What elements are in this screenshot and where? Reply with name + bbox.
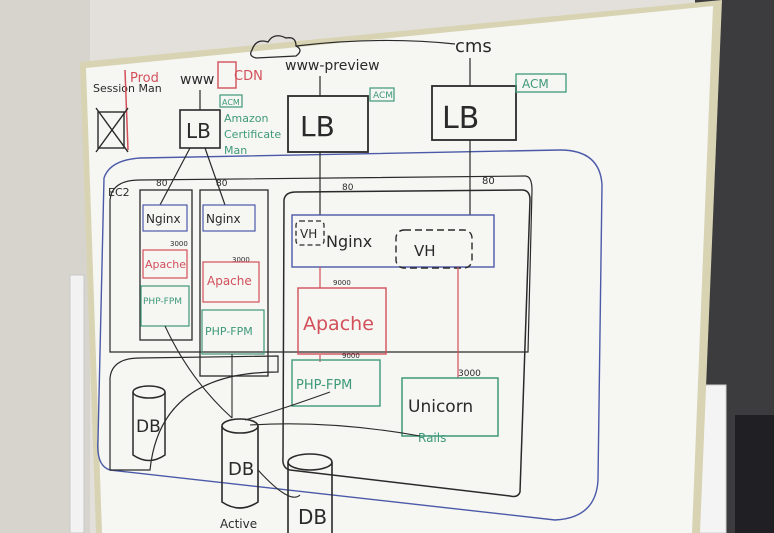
phpfpm-main-box: [291, 359, 381, 407]
domain-preview: www-preview: [285, 58, 380, 74]
apache-b-box: [202, 261, 260, 303]
nginx-main-box: [291, 214, 495, 268]
session-label: Session Man: [93, 82, 162, 95]
port-80-c: 80: [342, 183, 354, 193]
db-right-label: DB: [298, 505, 327, 529]
cert-note-1: Amazon: [224, 112, 268, 125]
phpfpm-b: PHP-FPM: [205, 325, 253, 338]
unicorn: Unicorn: [408, 397, 473, 417]
domain-cdn: CDN: [234, 69, 263, 84]
apache-a: Apache: [145, 258, 186, 271]
cloud-shape: [250, 35, 301, 59]
db-left-label: DB: [136, 417, 161, 437]
ec2-boundary: [97, 149, 603, 521]
whiteboard-surface: [86, 6, 713, 533]
port-3000-b: 3000: [232, 256, 250, 264]
port-9000-a: 9000: [333, 279, 351, 287]
vh-a: VH: [300, 227, 317, 241]
nginx-b: Nginx: [206, 212, 241, 226]
main-server-frame: [282, 189, 531, 498]
stand-left: [69, 274, 85, 533]
db-active-label: DB: [228, 459, 254, 480]
port-80-d: 80: [482, 176, 495, 187]
cdn-box: [217, 61, 237, 89]
db-left: [132, 385, 166, 462]
phpfpm-main: PHP-FPM: [296, 378, 352, 393]
port-3000-c: 3000: [458, 369, 481, 379]
domain-www: www: [180, 72, 214, 88]
port-3000-a: 3000: [170, 240, 188, 248]
lb-2-acm: ACM: [373, 91, 393, 101]
domain-cms: cms: [455, 36, 492, 57]
cloud-to-cms-line: [295, 39, 456, 47]
port-9000-b: 9000: [342, 352, 360, 360]
apache-a-box: [142, 249, 188, 279]
lb-3-acm-box: [515, 73, 567, 93]
lb-1-label: LB: [186, 119, 211, 143]
ec2-label: EC2: [108, 186, 130, 199]
lb-2-box: [287, 95, 369, 153]
phpfpm-b-box: [201, 309, 265, 355]
nginx-a: Nginx: [146, 212, 181, 226]
port-80-b: 80: [216, 179, 228, 189]
monitor: [735, 415, 774, 533]
domain-to-lb-lines: [199, 58, 471, 110]
lb-1-acm: ACM: [222, 98, 240, 107]
lb-3-acm: ACM: [522, 77, 549, 91]
main-red-lines: [319, 267, 459, 378]
apache-b: Apache: [207, 274, 252, 288]
nginx-b-box: [202, 204, 256, 232]
apache-main: Apache: [303, 313, 374, 335]
phpfpm-a: PHP-FPM: [143, 297, 182, 307]
rails: Rails: [418, 431, 446, 445]
lb-2-acm-box: [369, 87, 395, 102]
lb-3-label: LB: [442, 101, 479, 136]
apache-main-box: [297, 287, 387, 355]
db-region: [109, 355, 279, 471]
unicorn-box: [401, 377, 499, 437]
crossed-out-box: [95, 107, 129, 153]
lb-1-acm-box: [219, 94, 243, 108]
lb-to-server-lines: [159, 140, 471, 215]
nginx-main: Nginx: [326, 232, 372, 251]
app-to-db-lines: [164, 325, 421, 498]
cert-note-3: Man: [224, 144, 247, 157]
port-80-a: 80: [156, 179, 168, 189]
app-region: [109, 175, 533, 353]
db-active: [221, 418, 259, 509]
cert-note-2: Certificate: [224, 128, 281, 141]
nginx-a-box: [142, 204, 188, 232]
lb-2-label: LB: [300, 110, 335, 143]
active-label: Active: [220, 517, 257, 531]
server-a-frame: [139, 189, 193, 341]
prod-label: Prod: [130, 71, 159, 86]
vh-b-box: [395, 229, 473, 269]
lb-3-box: [431, 85, 517, 141]
db-right: [287, 453, 333, 533]
vh-b: VH: [414, 242, 436, 260]
vh-a-box: [295, 220, 325, 246]
